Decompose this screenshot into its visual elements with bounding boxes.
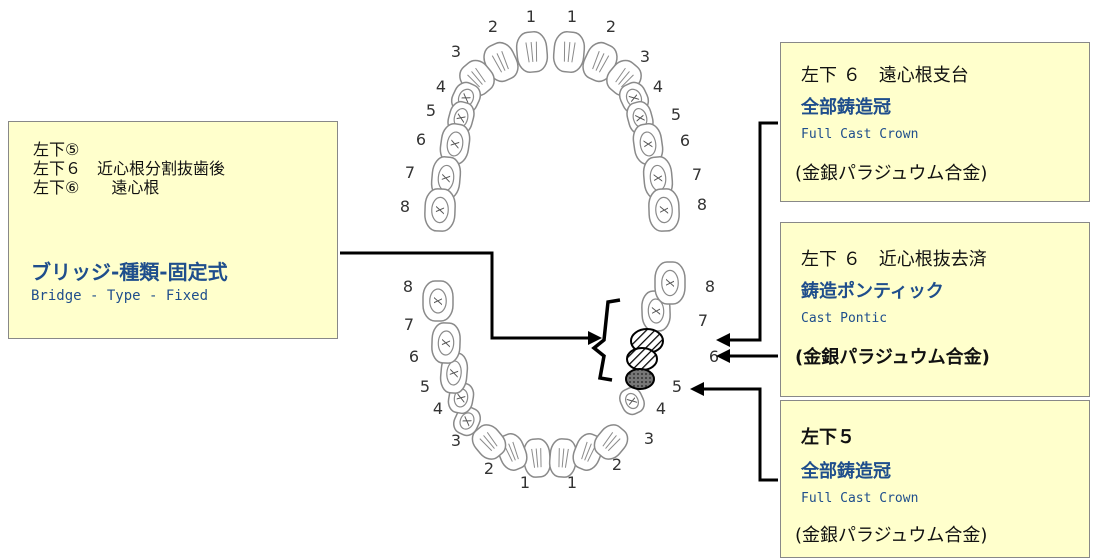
tooth-mark: X (440, 173, 454, 183)
bracket (591, 298, 621, 382)
lower-number-0: 8 (403, 277, 413, 296)
upper-number-15: 8 (697, 195, 707, 214)
box-mid-heading: 左下 ６ 近心根抜去済 (801, 249, 987, 270)
box-top-material: (金銀パラジュウム合金) (795, 163, 988, 184)
box-top-heading: 左下 ６ 遠心根支台 (801, 65, 969, 86)
info-box-top: 左下 ６ 遠心根支台 全部鋳造冠 Full Cast Crown (金銀パラジュ… (780, 42, 1090, 202)
lower-number-5: 6 (709, 347, 719, 366)
arrow-left-to-bracket (340, 251, 590, 340)
arrowhead-bottom (690, 382, 704, 396)
tooth-mark: X (632, 112, 647, 124)
lower-number-8: 4 (433, 399, 443, 418)
box-mid-type-en: Cast Pontic (801, 311, 888, 326)
lower-number-10: 3 (451, 431, 461, 450)
upper-number-14: 8 (400, 197, 410, 216)
lower-number-9: 4 (656, 399, 666, 418)
lower-right-tooth-3 (593, 424, 629, 460)
arrowhead-left (588, 331, 602, 345)
upper-number-0: 1 (526, 7, 536, 26)
box-bottom-heading: 左下５ (801, 427, 855, 448)
upper-number-10: 6 (416, 130, 426, 149)
lower-number-15: 1 (567, 473, 577, 492)
upper-number-8: 5 (426, 101, 436, 120)
upper-left-tooth-1 (515, 31, 549, 73)
upper-left-tooth-2 (483, 41, 519, 83)
arrow-bottom (700, 387, 778, 482)
upper-number-2: 2 (488, 17, 498, 36)
tooth-mark: X (454, 112, 469, 124)
upper-number-13: 7 (692, 165, 702, 184)
left-title-en: Bridge - Type - Fixed (31, 288, 209, 304)
upper-number-9: 5 (671, 105, 681, 124)
left-title-jp: ブリッジ-種類-固定式 (31, 260, 228, 284)
box-mid-type-jp: 鋳造ポンティック (801, 281, 944, 302)
tooth-mark: X (454, 393, 468, 404)
upper-number-6: 4 (436, 77, 446, 96)
upper-number-12: 7 (405, 163, 415, 182)
upper-number-5: 3 (640, 47, 650, 66)
lower-number-11: 3 (644, 429, 654, 448)
tooth-mark: X (440, 339, 453, 348)
tooth-mark: X (434, 206, 447, 215)
lower-right-tooth-4: X (619, 386, 645, 416)
upper-number-4: 3 (451, 42, 461, 61)
upper-right-tooth-1 (552, 31, 586, 73)
arrowhead-mid (716, 349, 730, 363)
box-top-type-jp: 全部鋳造冠 (801, 97, 891, 118)
tooth-mark: X (448, 368, 462, 378)
box-top-type-en: Full Cast Crown (801, 127, 919, 142)
tooth-pontic-6-mesial (626, 347, 658, 371)
tooth-mark: X (663, 278, 676, 287)
lower-number-6: 5 (420, 377, 430, 396)
left-line-2: 左下６ 近心根分割抜歯後 (33, 159, 226, 178)
left-line-1: 左下⑤ (33, 140, 80, 159)
lower-number-13: 2 (612, 455, 622, 474)
info-box-mid: 左下 ６ 近心根抜去済 鋳造ポンティック Cast Pontic (金銀パラジュ… (780, 222, 1090, 397)
upper-number-7: 4 (653, 77, 663, 96)
box-bottom-type-en: Full Cast Crown (801, 491, 919, 506)
upper-left-tooth-8: X (424, 188, 456, 232)
tooth-mark: X (649, 306, 662, 315)
tooth-mark: X (432, 297, 445, 306)
tooth-mark: X (651, 173, 665, 183)
upper-right-tooth-6: X (632, 122, 664, 166)
lower-number-3: 7 (698, 311, 708, 330)
lower-number-4: 6 (409, 347, 419, 366)
box-mid-material: (金銀パラジュウム合金) (795, 347, 990, 368)
info-box-bottom: 左下５ 全部鋳造冠 Full Cast Crown (金銀パラジュウム合金) (780, 400, 1090, 558)
left-line-3: 左下⑥ 遠心根 (33, 178, 160, 197)
lower-number-7: 5 (672, 377, 682, 396)
box-bottom-type-jp: 全部鋳造冠 (801, 461, 891, 482)
lower-number-14: 1 (520, 473, 530, 492)
upper-right-tooth-8: X (648, 188, 680, 232)
lower-left-tooth-7: X (431, 322, 461, 364)
tooth-mark: X (448, 139, 462, 150)
arrow-top (726, 121, 778, 342)
lower-number-1: 8 (705, 277, 715, 296)
tooth-mark: X (657, 205, 670, 214)
lower-left-tooth-8: X (422, 280, 454, 322)
upper-number-11: 6 (680, 131, 690, 150)
lower-left-tooth-3 (471, 424, 507, 460)
tooth-crown-5 (625, 368, 655, 390)
box-bottom-material: (金銀パラジュウム合金) (795, 525, 988, 546)
upper-number-3: 2 (606, 17, 616, 36)
left-info-box: 左下⑤ 左下６ 近心根分割抜歯後 左下⑥ 遠心根 ブリッジ-種類-固定式 Bri… (8, 121, 338, 339)
upper-number-1: 1 (567, 7, 577, 26)
lower-number-12: 2 (484, 459, 494, 478)
upper-left-tooth-6: X (439, 122, 471, 166)
lower-number-2: 7 (404, 315, 414, 334)
arrowhead-top (716, 333, 730, 347)
lower-right-tooth-6: X (654, 261, 686, 305)
tooth-mark: X (640, 138, 654, 149)
